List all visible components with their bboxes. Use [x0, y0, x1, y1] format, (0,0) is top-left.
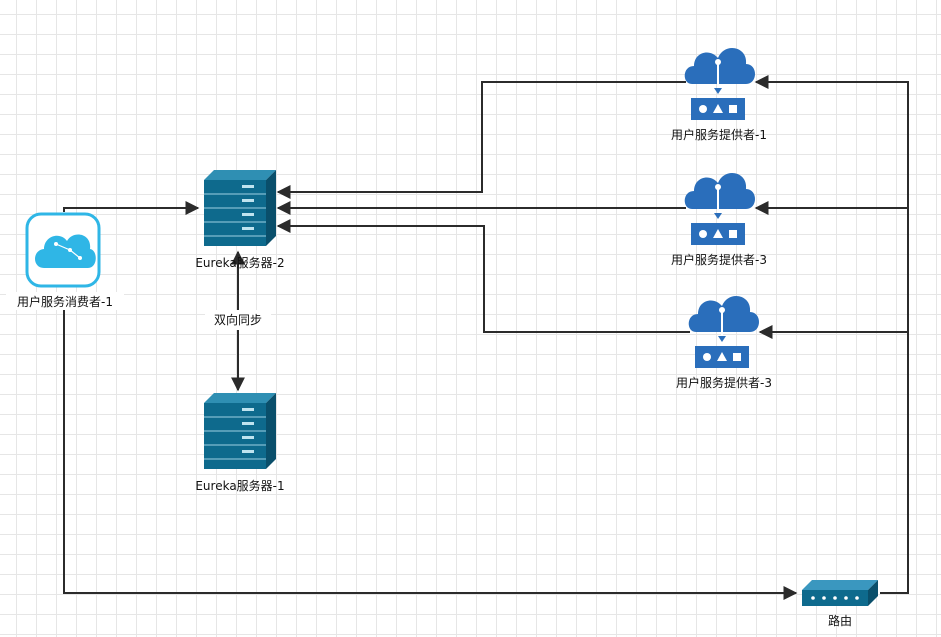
node-router[interactable]: 路由 [802, 580, 878, 628]
provider3b-label: 用户服务提供者-3 [676, 375, 772, 390]
node-eureka2[interactable]: Eureka服务器-2 [195, 169, 285, 270]
cloud-consumer-icon [25, 212, 101, 288]
router-icon [802, 580, 878, 606]
edge-consumer-to-router [63, 310, 798, 600]
node-provider1[interactable]: 用户服务提供者-1 [671, 46, 767, 142]
node-eureka1[interactable]: Eureka服务器-1 [195, 392, 285, 493]
cloud-service-icon [683, 171, 756, 246]
edge-router-to-providers [754, 75, 909, 594]
node-provider3b[interactable]: 用户服务提供者-3 [676, 294, 772, 390]
consumer-label: 用户服务消费者-1 [17, 294, 113, 309]
edge-provider3b-to-eureka2 [276, 219, 690, 333]
eureka2-label: Eureka服务器-2 [195, 255, 284, 270]
server-rack-icon [203, 169, 277, 247]
provider1-label: 用户服务提供者-1 [671, 127, 767, 142]
edge-eureka-bidirectional-sync: 双向同步 [205, 250, 271, 392]
eureka1-label: Eureka服务器-1 [195, 478, 284, 493]
node-provider3a[interactable]: 用户服务提供者-3 [671, 171, 767, 267]
node-consumer[interactable]: 用户服务消费者-1 [6, 212, 124, 310]
edge-consumer-to-eureka2 [63, 201, 200, 215]
cloud-service-icon [683, 46, 756, 121]
server-rack-icon [203, 392, 277, 470]
edge-provider1-to-eureka2 [276, 81, 686, 199]
router-label: 路由 [828, 613, 852, 628]
provider3a-label: 用户服务提供者-3 [671, 252, 767, 267]
sync-label: 双向同步 [214, 312, 262, 327]
cloud-service-icon [687, 294, 760, 369]
